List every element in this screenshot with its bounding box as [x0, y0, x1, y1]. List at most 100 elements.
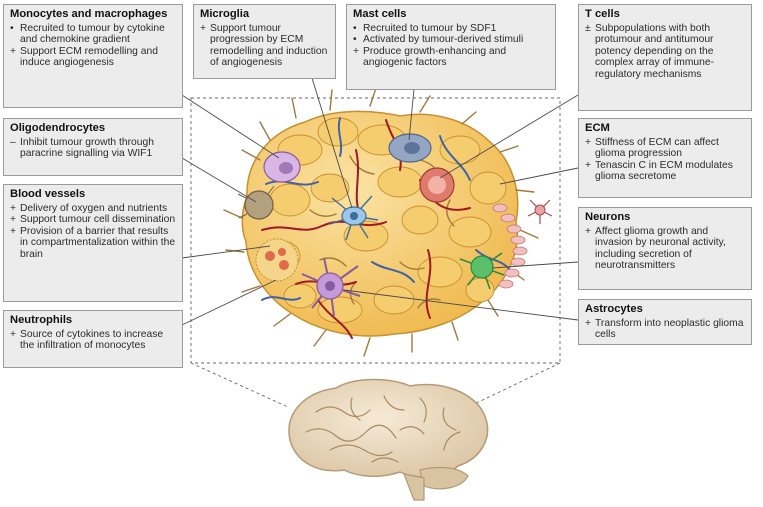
bullet-text: Subpopulations with both protumour and a…: [595, 22, 715, 80]
list-item: • Recruited to tumour by cytokine and che…: [10, 23, 177, 46]
tcells-list: ± Subpopulations with both protumour and …: [585, 23, 746, 81]
blood-title: Blood vessels: [10, 188, 86, 200]
vessel-blue: [261, 117, 511, 301]
neurons-box: Neurons +Affect glioma growth and invasio…: [578, 207, 752, 290]
brain-stem: [403, 473, 425, 501]
blood-vessels-box: Blood vessels +Delivery of oxygen and nut…: [3, 184, 183, 302]
bullet-marker: +: [10, 328, 17, 340]
mast-title: Mast cells: [353, 8, 407, 20]
bullet-marker: +: [353, 45, 360, 57]
t-cells-box: T cells ± Subpopulations with both protumo…: [578, 4, 752, 111]
bullet-marker: +: [10, 202, 17, 214]
list-item: • Activated by tumour-derived stimuli: [353, 34, 550, 46]
bullet-marker: +: [10, 214, 17, 226]
list-item: –Inhibit tumour growth through paracrine…: [10, 137, 177, 160]
bullet-marker: –: [10, 136, 16, 148]
leader-monocytes: [181, 94, 280, 159]
list-item: +Transform into neoplastic glioma cells: [585, 318, 746, 341]
leader-lines: [181, 77, 579, 326]
bullet-text: Affect glioma growth and invasion by neu…: [595, 225, 726, 272]
list-item: +Source of cytokines to increase the inf…: [10, 329, 177, 352]
brain-illustration: [288, 378, 489, 501]
astro-list: +Transform into neoplastic glioma cells: [585, 318, 746, 341]
leader-tcells: [439, 94, 579, 179]
oligodendrocytes-box: Oligodendrocytes –Inhibit tumour growth t…: [3, 118, 183, 176]
microglia-list: +Support tumour progression by ECM remod…: [200, 23, 330, 69]
microglia-cell: [329, 195, 379, 241]
bullet-marker: •: [353, 22, 357, 34]
ecm-list: +Stiffness of ECM can affect glioma prog…: [585, 137, 746, 183]
list-item: ± Subpopulations with both protumour and …: [585, 23, 746, 81]
bullet-marker: •: [10, 22, 14, 34]
list-item: +Provision of a barrier that results in …: [10, 226, 177, 261]
leader-microglia: [311, 77, 353, 209]
list-item: +Tenascin C in ECM modulates glioma secr…: [585, 160, 746, 183]
leader-blood: [181, 245, 271, 259]
neutrophils-box: Neutrophils +Source of cytokines to incre…: [3, 310, 183, 368]
bullet-text: Stiffness of ECM can affect glioma progr…: [595, 136, 719, 160]
astrocytes-box: Astrocytes +Transform into neoplastic gli…: [578, 299, 752, 345]
bullet-text: Tenascin C in ECM modulates glioma secre…: [595, 159, 733, 183]
ecm-fibres: [492, 203, 528, 289]
bullet-marker: +: [585, 225, 592, 237]
bullet-marker: ±: [585, 22, 591, 34]
bullet-text: Support ECM remodelling and induce angio…: [20, 45, 158, 69]
list-item: +Support ECM remodelling and induce angi…: [10, 46, 177, 69]
oligodendrocyte-cell: [237, 185, 275, 220]
neurons-title: Neurons: [585, 211, 631, 223]
monocytes-macrophages-box: Monocytes and macrophages • Recruited to t…: [3, 4, 183, 108]
zoom-frame-rect: [190, 97, 561, 364]
blood-list: +Delivery of oxygen and nutrients+Suppor…: [10, 203, 177, 261]
neutrophil-cell: [255, 238, 299, 282]
list-item: +Produce growth-enhancing and angiogenic…: [353, 46, 550, 69]
ecm-title: ECM: [585, 122, 610, 134]
astro-title: Astrocytes: [585, 303, 643, 315]
list-item: +Support tumour progression by ECM remod…: [200, 23, 330, 69]
oligo-list: –Inhibit tumour growth through paracrine…: [10, 137, 177, 160]
ecm-box: ECM +Stiffness of ECM can affect glioma p…: [578, 118, 752, 198]
leader-mast: [408, 88, 415, 141]
microglia-box: Microglia+Support tumour progression by …: [193, 4, 336, 79]
mast-list: • Recruited to tumour by SDF1 • Activated b…: [353, 23, 550, 69]
bullet-text: Activated by tumour-derived stimuli: [363, 34, 524, 46]
bullet-text: Source of cytokines to increase the infi…: [20, 328, 164, 352]
tumour-mass: [223, 87, 539, 357]
macrophage-cell: [263, 151, 301, 183]
leader-oligo: [181, 157, 257, 203]
tcells-title: T cells: [585, 8, 620, 20]
leader-ecm: [499, 167, 579, 185]
leader-neurons: [491, 261, 579, 269]
bullet-text: Support tumour progression by ECM remode…: [210, 22, 328, 69]
brain-cerebellum: [419, 466, 469, 490]
bullet-marker: +: [585, 136, 592, 148]
zoom-frame: [190, 97, 561, 408]
bullet-marker: +: [10, 45, 17, 57]
pericyte-cell: [527, 199, 553, 224]
bullet-marker: +: [200, 22, 207, 34]
mast-cells-box: Mast cells • Recruited to tumour by SDF1 • A…: [346, 4, 556, 90]
neuron-cell: [459, 252, 505, 290]
neutro-title: Neutrophils: [10, 314, 73, 326]
bullet-text: Recruited to tumour by cytokine and chem…: [20, 22, 165, 46]
list-item: +Stiffness of ECM can affect glioma prog…: [585, 137, 746, 160]
bullet-marker: +: [585, 317, 592, 329]
monocytes-title: Monocytes and macrophages: [10, 8, 168, 20]
bullet-text: Inhibit tumour growth through paracrine …: [20, 136, 154, 160]
list-item: • Recruited to tumour by SDF1: [353, 23, 550, 35]
zoom-guide-left: [190, 362, 289, 408]
bullet-marker: +: [585, 159, 592, 171]
bullet-text: Recruited to tumour by SDF1: [363, 22, 497, 34]
bullet-marker: +: [10, 225, 17, 237]
brain-sulci: [305, 395, 461, 463]
blood-vessel-network: [261, 117, 511, 339]
t-cell: [419, 167, 455, 203]
bullet-text: Support tumour cell dissemination: [20, 214, 176, 226]
bullet-marker: •: [353, 34, 357, 46]
bullet-text: Produce growth-enhancing and angiogenic …: [363, 45, 507, 69]
list-item: +Support tumour cell dissemination: [10, 214, 177, 226]
bullet-text: Transform into neoplastic glioma cells: [595, 317, 744, 341]
astrocyte-cell: [301, 257, 361, 317]
oligo-title: Oligodendrocytes: [10, 122, 106, 134]
list-item: +Delivery of oxygen and nutrients: [10, 203, 177, 215]
